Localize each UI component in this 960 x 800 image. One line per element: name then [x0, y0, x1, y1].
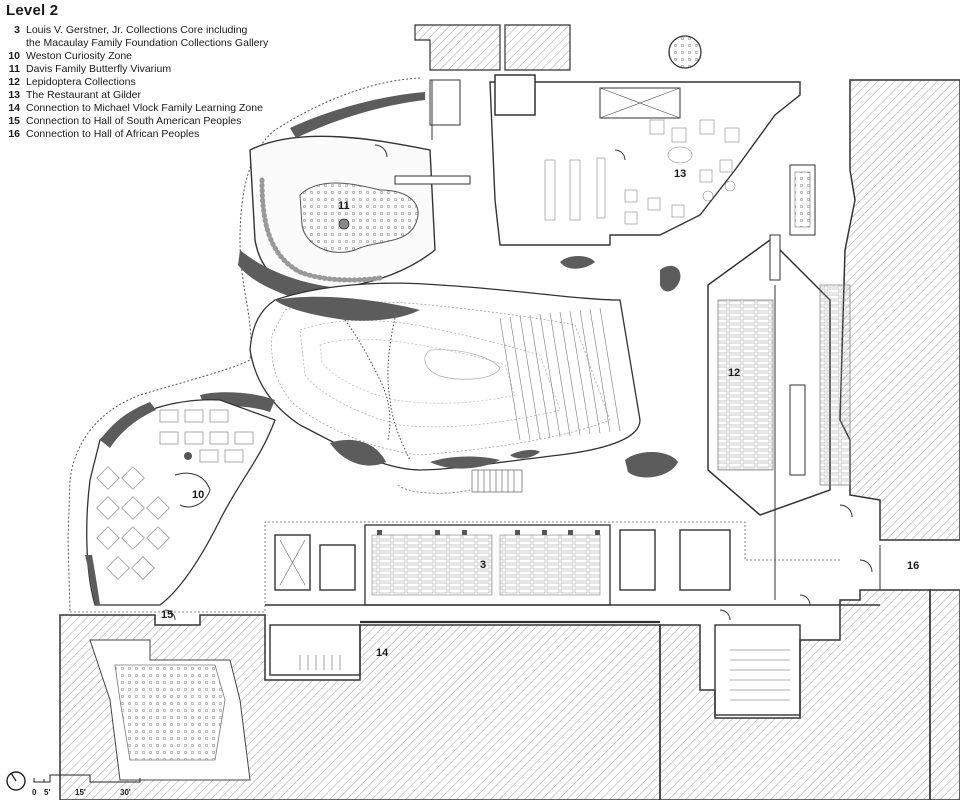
north-arrow — [6, 771, 26, 791]
scale-label-0: 0 — [32, 788, 37, 797]
legend-item: 16 Connection to Hall of African Peoples — [6, 128, 268, 141]
legend-item: 10 Weston Curiosity Zone — [6, 50, 268, 63]
legend-number: 13 — [8, 89, 20, 101]
plan-label-12: 12 — [728, 367, 740, 379]
legend-text: Davis Family Butterfly Vivarium — [26, 63, 172, 75]
legend-item: 12 Lepidoptera Collections — [6, 76, 268, 89]
plan-label-10: 10 — [192, 489, 204, 501]
legend-item-continued: the Macaulay Family Foundation Collectio… — [6, 37, 268, 50]
legend-text: the Macaulay Family Foundation Collectio… — [26, 37, 269, 49]
legend-text: Lepidoptera Collections — [26, 76, 136, 88]
plan-label-15: 15 — [161, 609, 173, 621]
existing-building — [59, 24, 960, 800]
lepidoptera-collections — [707, 164, 851, 516]
legend-number: 3 — [14, 24, 20, 36]
central-canyon — [200, 255, 681, 494]
legend-text: Louis V. Gerstner, Jr. Collections Core … — [26, 24, 248, 36]
plan-label-11: 11 — [338, 200, 350, 212]
legend-number: 16 — [8, 128, 20, 140]
legend-item: 14 Connection to Michael Vlock Family Lea… — [6, 102, 268, 115]
legend-text: The Restaurant at Gilder — [26, 89, 141, 101]
walls-and-doors — [164, 79, 881, 621]
legend-item: 15 Connection to Hall of South American P… — [6, 115, 268, 128]
page-title: Level 2 — [6, 2, 59, 19]
curiosity-zone — [85, 399, 276, 606]
legend-text: Connection to Hall of African Peoples — [26, 128, 200, 140]
plan-label-14: 14 — [376, 647, 389, 659]
legend-number: 10 — [8, 50, 20, 62]
plan-label-13: 13 — [674, 168, 686, 180]
outer-envelope — [67, 77, 421, 613]
legend-item: 13 The Restaurant at Gilder — [6, 89, 268, 102]
vivarium — [238, 92, 485, 304]
legend-item: 3 Louis V. Gerstner, Jr. Collections Core… — [6, 24, 268, 37]
legend-text: Connection to Hall of South American Peo… — [26, 115, 242, 127]
scale-label-5: 5' — [44, 788, 50, 797]
legend-text: Weston Curiosity Zone — [26, 50, 133, 62]
collections-core — [265, 524, 880, 716]
scale-label-30: 30' — [120, 788, 131, 797]
scale-bar: 0 5' 15' 30' — [32, 774, 141, 797]
legend: 3 Louis V. Gerstner, Jr. Collections Core… — [6, 24, 268, 141]
scale-label-15: 15' — [75, 788, 86, 797]
plan-label-3: 3 — [480, 559, 486, 571]
restaurant — [489, 35, 801, 246]
legend-item: 11 Davis Family Butterfly Vivarium — [6, 63, 268, 76]
legend-number: 14 — [8, 102, 20, 114]
legend-number: 11 — [8, 63, 20, 75]
legend-number: 12 — [8, 76, 20, 88]
legend-text: Connection to Michael Vlock Family Learn… — [26, 102, 263, 114]
legend-number: 15 — [8, 115, 20, 127]
plan-label-16: 16 — [907, 560, 919, 572]
